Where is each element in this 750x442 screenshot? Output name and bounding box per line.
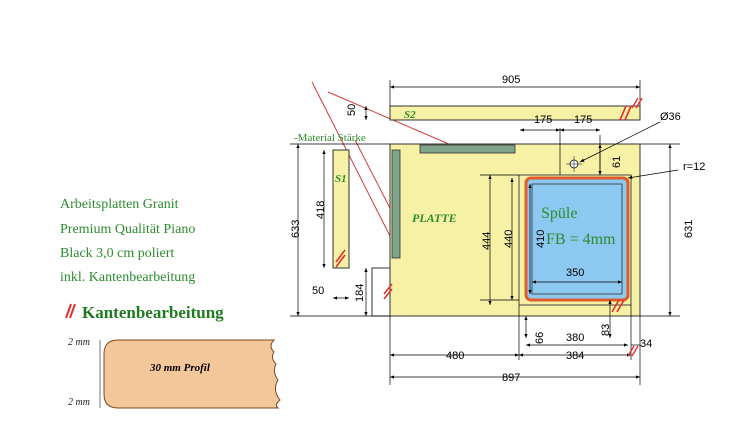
description-line-4: inkl. Kantenbearbeitung [60, 270, 195, 285]
dim-34: 34 [640, 338, 652, 350]
dim-905: 905 [502, 74, 520, 86]
sink-cutout: Spüle FB = 4mm [518, 156, 632, 313]
profile-shape [103, 339, 281, 409]
dim-184: 184 [354, 284, 366, 302]
dim-380: 380 [566, 332, 584, 344]
dim-418: 418 [315, 201, 327, 219]
sink-label: Spüle [541, 205, 577, 222]
part-s1: S1 [332, 149, 350, 269]
material-label: -Material Stärke [294, 132, 366, 144]
dim-410: 410 [535, 230, 547, 248]
part-s2: S2 [389, 105, 641, 121]
dim-83: 83 [600, 324, 612, 336]
dimension-labels: 905 50 175 175 Ø36 r=12 633 418 50 184 4… [290, 74, 705, 384]
description-line-3: Black 3,0 cm poliert [60, 246, 174, 261]
sink-basin [524, 176, 630, 302]
dim-hole: Ø36 [660, 111, 681, 123]
description-line-2: Premium Qualität Piano [60, 222, 195, 237]
description-line-1: Arbeitsplatten Granit [60, 197, 179, 212]
dim-444: 444 [481, 232, 493, 250]
dim-50-left: 50 [312, 285, 324, 297]
description-block: Arbeitsplatten Granit Premium Qualität P… [60, 197, 195, 285]
edge-mark-icon [65, 303, 72, 319]
profile-top-dim: 2 mm [68, 337, 90, 348]
sink-fb-label: FB = 4mm [546, 231, 616, 248]
back-strip [419, 144, 516, 154]
part-s2-label: S2 [404, 109, 416, 121]
dim-384: 384 [566, 350, 584, 362]
dim-50-top: 50 [346, 104, 358, 116]
profile-bottom-dim: 2 mm [68, 397, 90, 408]
dim-350: 350 [566, 267, 584, 279]
dim-897: 897 [502, 372, 520, 384]
dim-radius: r=12 [683, 161, 705, 173]
dim-440: 440 [503, 230, 515, 248]
plate-label: PLATTE [412, 211, 457, 225]
dim-175-b: 175 [574, 114, 592, 126]
dimensions [290, 80, 680, 385]
edge-profile-sample: 2 mm 2 mm 30 mm Profil [68, 337, 281, 409]
edge-legend: Kantenbearbeitung [65, 303, 224, 322]
profile-label: 30 mm Profil [149, 362, 211, 374]
part-s1-label: S1 [335, 173, 347, 185]
dim-480: 480 [446, 350, 464, 362]
dim-631: 631 [683, 220, 695, 238]
side-strip [391, 149, 401, 259]
dim-633: 633 [290, 220, 302, 238]
dim-61: 61 [611, 156, 623, 168]
dim-66: 66 [534, 332, 546, 344]
dim-175-a: 175 [534, 114, 552, 126]
edge-legend-label: Kantenbearbeitung [82, 303, 224, 322]
